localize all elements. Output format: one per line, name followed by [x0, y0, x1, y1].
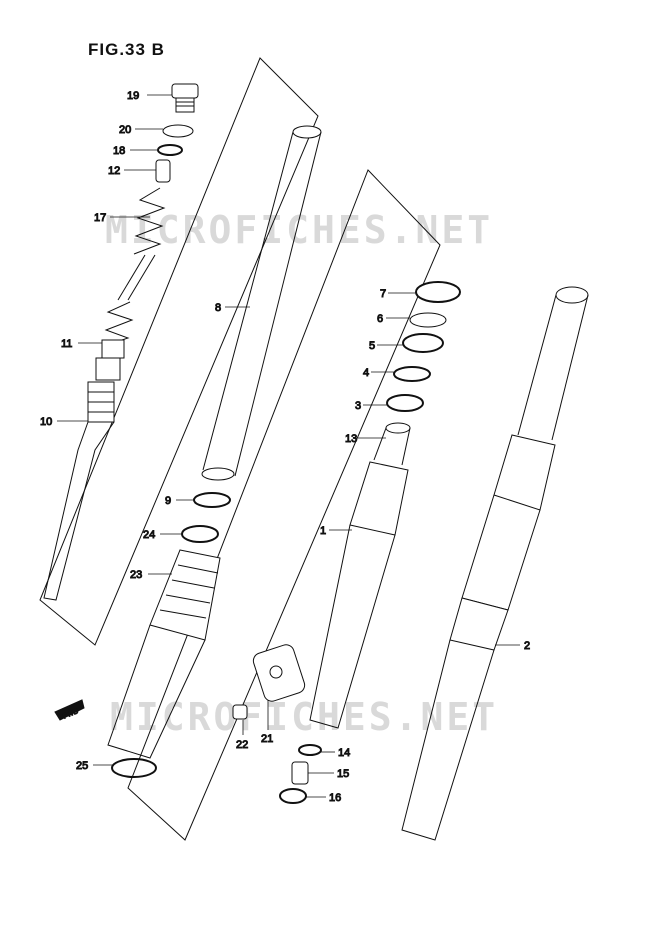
fork-assembly-2: [401, 286, 589, 841]
callout-8: 8: [215, 302, 221, 314]
axle-holder-21: [252, 644, 306, 702]
callout-16: 16: [329, 792, 341, 804]
cap-bolt-19: [171, 83, 199, 113]
oil-seal-5: [402, 333, 444, 353]
clamp-24: [181, 525, 219, 543]
callout-3: 3: [355, 400, 361, 412]
bushing-3: [386, 394, 424, 412]
callout-25: 25: [76, 760, 88, 772]
spacer-12: [155, 159, 171, 183]
damper-rod-11: [95, 339, 125, 381]
inner-tube-8: [201, 125, 322, 481]
washer-18: [157, 144, 183, 156]
spring-17: [103, 187, 166, 347]
outer-tube-1: [309, 422, 411, 729]
callout-22: 22: [236, 739, 248, 751]
callout-23: 23: [130, 569, 142, 581]
callout-24: 24: [143, 529, 155, 541]
fwd-arrow-icon: [54, 699, 85, 721]
callout-14: 14: [338, 747, 350, 759]
callout-18: 18: [113, 145, 125, 157]
callout-17: 17: [94, 212, 106, 224]
figure-title: FIG.33 B: [88, 40, 165, 59]
bolt-22: [232, 704, 248, 720]
callout-7: 7: [380, 288, 386, 300]
gasket-16: [279, 788, 307, 804]
callout-19: 19: [127, 90, 139, 102]
callout-6: 6: [377, 313, 383, 325]
callout-10: 10: [40, 416, 52, 428]
o-ring-20: [162, 124, 194, 138]
callout-5: 5: [369, 340, 375, 352]
callout-20: 20: [119, 124, 131, 136]
callout-4: 4: [363, 367, 369, 379]
bushing-9: [193, 492, 231, 508]
callout-9: 9: [165, 495, 171, 507]
inner-cylinder-10: [43, 381, 115, 601]
callout-13: 13: [345, 433, 357, 445]
callout-21: 21: [261, 733, 273, 745]
leader-lines: [57, 94, 520, 798]
washer-4: [393, 366, 431, 382]
drain-bolt-15: [291, 761, 309, 785]
callout-15: 15: [337, 768, 349, 780]
clamp-25: [111, 758, 157, 778]
dust-seal-7: [415, 281, 461, 303]
dust-boot-23: [107, 549, 221, 759]
callout-11: 11: [61, 338, 72, 350]
callout-12: 12: [108, 165, 120, 177]
callout-2: 2: [524, 640, 530, 652]
washer-14: [298, 744, 322, 756]
callout-1: 1: [320, 525, 326, 537]
clip-6: [409, 312, 447, 328]
